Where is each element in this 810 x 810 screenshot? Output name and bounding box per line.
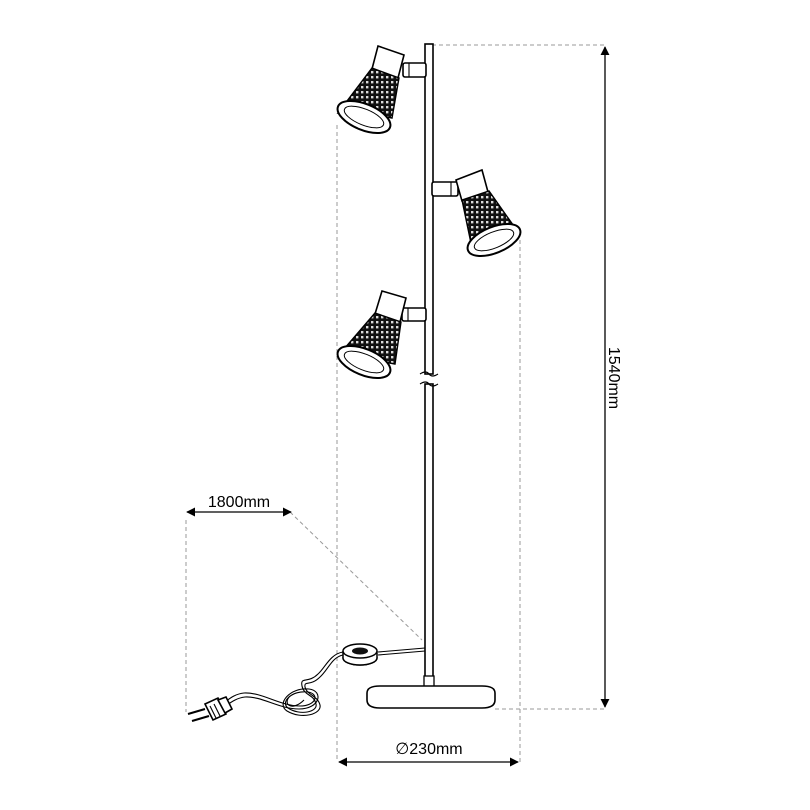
- extension-lines: [185, 44, 605, 762]
- lamp-shade-bottom: [336, 290, 427, 379]
- foot-switch: [342, 643, 378, 666]
- height-label: 1540mm: [605, 347, 622, 409]
- cable-length-label: 1800mm: [208, 494, 270, 511]
- power-cable: [221, 647, 426, 716]
- height-dimension: 1540mm: [600, 46, 622, 708]
- base-diameter-label: ∅230mm: [395, 741, 462, 758]
- lamp-pole: [419, 43, 439, 689]
- base-diameter-dimension: ∅230mm: [338, 741, 519, 767]
- lamp-base: [366, 685, 496, 709]
- lamp-shade-top: [336, 44, 427, 134]
- euro-plug: [187, 695, 234, 722]
- lamp-shade-right: [431, 168, 522, 257]
- cable-length-dimension: 1800mm: [186, 494, 292, 517]
